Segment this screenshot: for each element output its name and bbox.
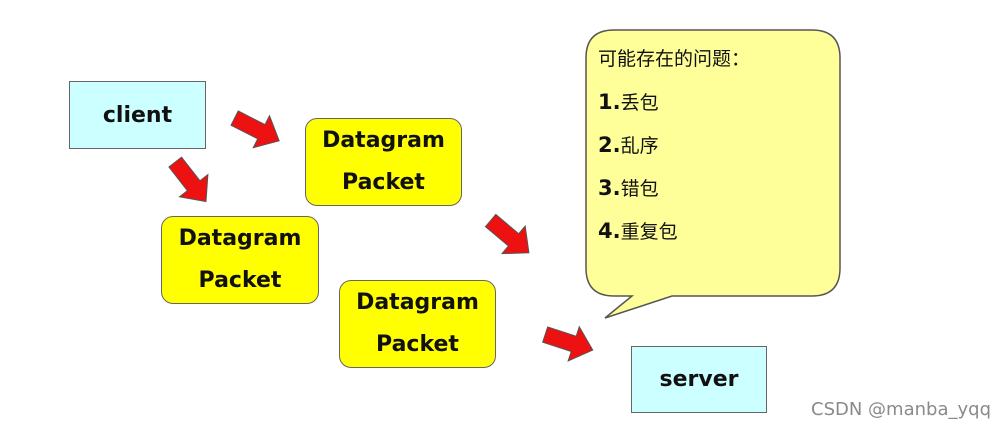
datagram-packet-box: Datagram Packet bbox=[161, 216, 319, 304]
issue-number: 3. bbox=[598, 176, 621, 200]
arrow-client-to-packet-down bbox=[160, 150, 221, 214]
watermark: CSDN @manba_yqq bbox=[811, 399, 991, 420]
speech-bubble-shape bbox=[585, 29, 841, 319]
client-label: client bbox=[102, 102, 173, 128]
issues-list: 可能存在的问题： 1.丢包 2.乱序 3.错包 4.重复包 bbox=[598, 38, 818, 253]
client-box: client bbox=[69, 81, 206, 149]
arrow-client-to-packet-right bbox=[225, 101, 288, 158]
issue-item: 2.乱序 bbox=[598, 124, 818, 167]
server-box: server bbox=[631, 346, 767, 413]
issue-item: 1.丢包 bbox=[598, 81, 818, 124]
issue-text: 错包 bbox=[620, 178, 659, 200]
issue-text: 重复包 bbox=[620, 221, 678, 243]
arrow-packet-to-server bbox=[539, 316, 599, 368]
packet-label-line1: Datagram bbox=[356, 290, 479, 315]
issue-item: 3.错包 bbox=[598, 167, 818, 210]
issue-number: 1. bbox=[598, 90, 621, 114]
datagram-packet-box: Datagram Packet bbox=[339, 280, 496, 368]
issue-number: 2. bbox=[598, 133, 621, 157]
packet-label-line2: Packet bbox=[198, 268, 282, 293]
packet-label-line2: Packet bbox=[342, 170, 425, 195]
datagram-packet-box: Datagram Packet bbox=[305, 118, 462, 206]
issue-text: 丢包 bbox=[620, 92, 659, 114]
issue-text: 乱序 bbox=[620, 135, 659, 157]
packet-label-line1: Datagram bbox=[322, 128, 445, 153]
issues-title: 可能存在的问题： bbox=[598, 48, 751, 70]
packet-label-line1: Datagram bbox=[178, 226, 302, 251]
issue-item: 4.重复包 bbox=[598, 210, 818, 253]
arrow-packet-to-bubble bbox=[478, 206, 541, 268]
server-label: server bbox=[659, 367, 739, 392]
packet-label-line2: Packet bbox=[376, 332, 459, 357]
issue-number: 4. bbox=[598, 219, 621, 243]
